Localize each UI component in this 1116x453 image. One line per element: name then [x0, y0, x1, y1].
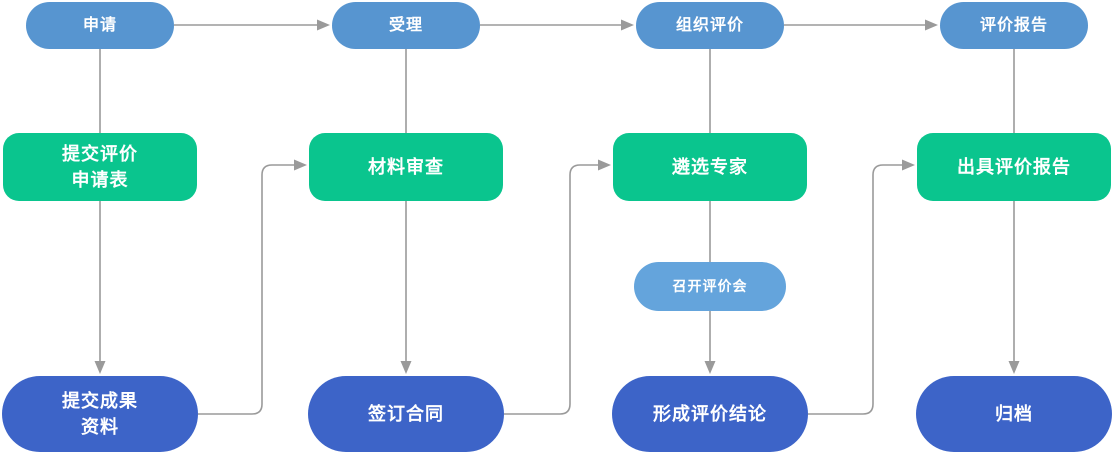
node-result-archive: 归档 [916, 376, 1112, 452]
connector-conclusion-to-issue-report [808, 164, 902, 415]
node-stage-organize-evaluation: 组织评价 [636, 2, 784, 49]
arrowhead-conclusion-to-issue-report [902, 159, 915, 171]
node-stage-apply: 申请 [26, 2, 174, 49]
arrowhead-submit-form-to-materials [94, 361, 106, 374]
arrowhead-meeting-to-conclusion [704, 361, 716, 374]
node-meeting-hold-evaluation-meeting: 召开评价会 [634, 262, 786, 311]
node-result-sign-contract: 签订合同 [308, 376, 504, 452]
arrowhead-issue-report-to-archive [1008, 361, 1020, 374]
arrowhead-organize-to-report [925, 19, 938, 31]
arrowhead-materials-to-material-review [294, 159, 307, 171]
arrowhead-contract-to-select-experts [598, 159, 611, 171]
node-result-form-evaluation-conclusion: 形成评价结论 [612, 376, 808, 452]
node-process-submit-application-form: 提交评价 申请表 [3, 133, 197, 201]
node-process-select-experts: 遴选专家 [613, 133, 807, 201]
node-stage-evaluation-report: 评价报告 [940, 2, 1088, 49]
connector-contract-to-select-experts [504, 164, 598, 415]
arrowhead-accept-to-organize [621, 19, 634, 31]
arrowhead-material-review-to-contract [400, 361, 412, 374]
node-process-material-review: 材料审查 [309, 133, 503, 201]
node-stage-accept: 受理 [332, 2, 480, 49]
node-result-submit-achievement-materials: 提交成果 资料 [2, 376, 198, 452]
arrowhead-apply-to-accept [317, 19, 330, 31]
node-process-issue-evaluation-report: 出具评价报告 [917, 133, 1111, 201]
connector-materials-to-material-review [198, 164, 294, 415]
